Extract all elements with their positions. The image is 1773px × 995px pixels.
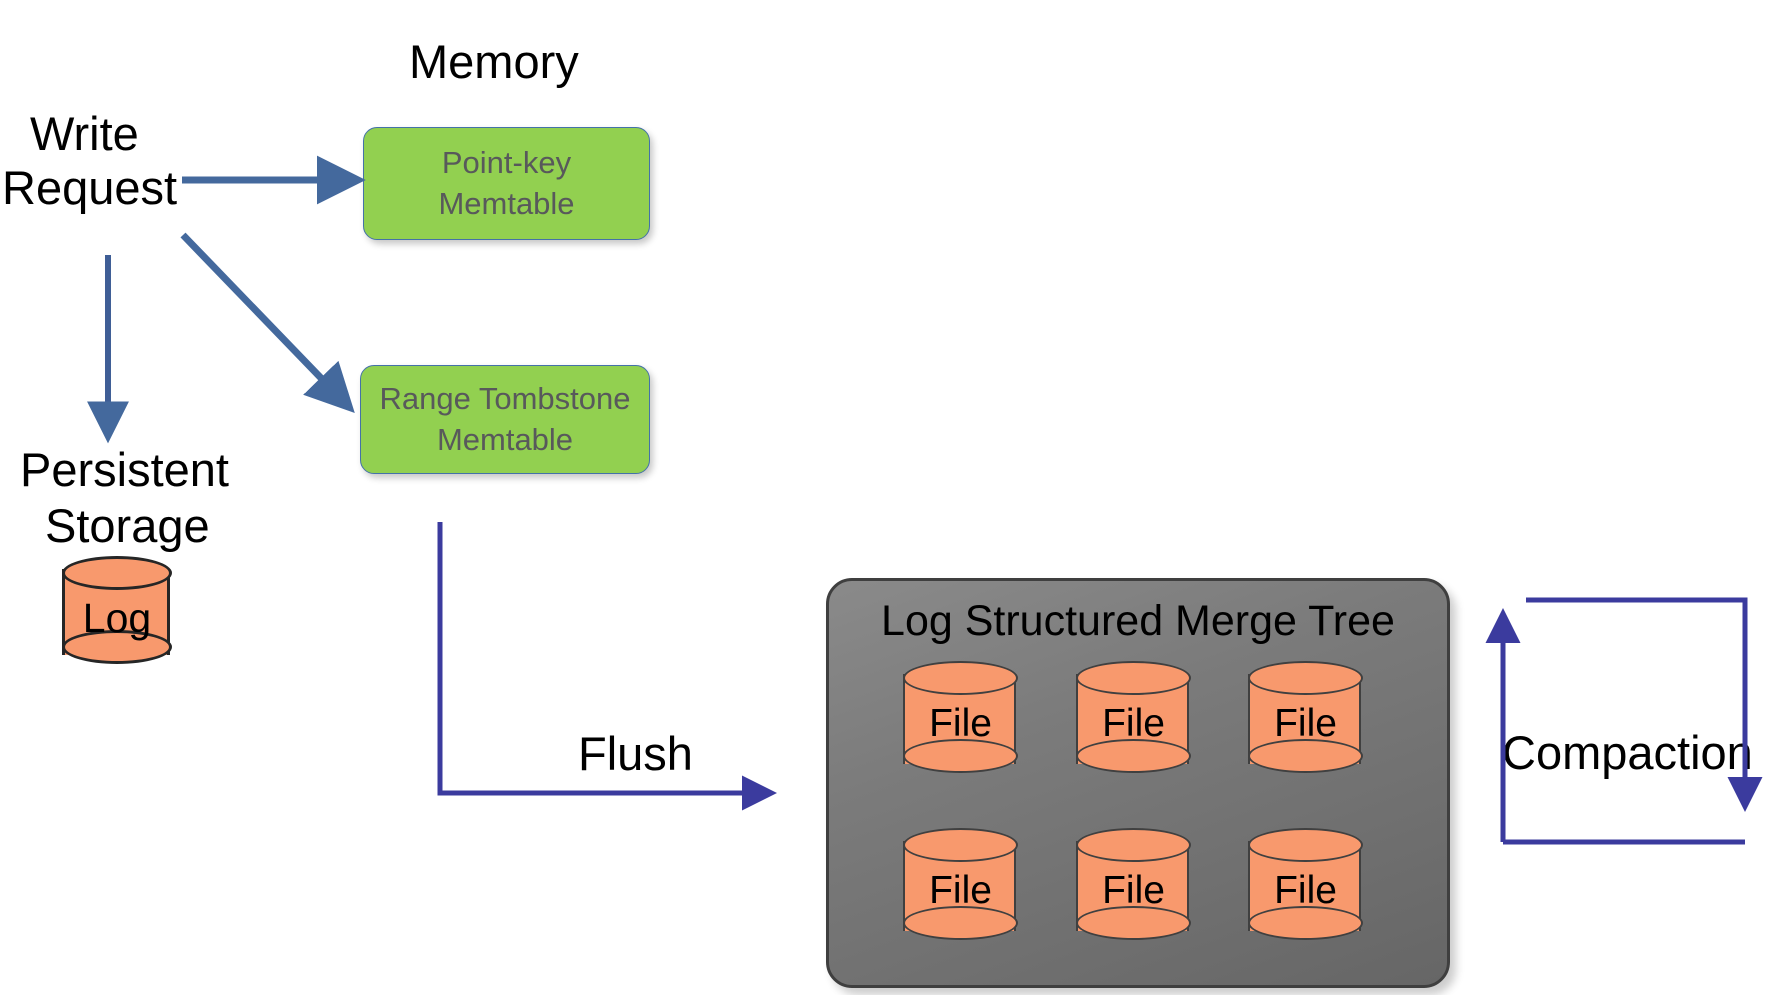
file-cylinder-top-ellipse	[1248, 828, 1363, 862]
file-cylinder-label: File	[1102, 869, 1165, 912]
arrow-write-to-range-tombstone-memtable	[180, 232, 355, 414]
file-cylinder-bottom-ellipse	[903, 906, 1018, 940]
lsm-file-cylinder[interactable]: File	[1248, 661, 1363, 777]
write-request-label-line1: Write	[30, 107, 139, 160]
file-cylinder-bottom-ellipse	[1076, 739, 1191, 773]
persistent-storage-label-line1: Persistent	[20, 443, 229, 496]
file-cylinder-top-ellipse	[903, 828, 1018, 862]
log-cylinder[interactable]: Log	[62, 556, 172, 668]
point-key-memtable-line2: Memtable	[438, 185, 575, 221]
file-cylinder-top-ellipse	[1248, 661, 1363, 695]
file-cylinder-bottom-ellipse	[903, 739, 1018, 773]
lsm-file-cylinder[interactable]: File	[903, 828, 1018, 944]
flush-arrow-label: Flush	[578, 727, 693, 780]
file-cylinder-top-ellipse	[1076, 828, 1191, 862]
range-tombstone-memtable-box[interactable]: Range Tombstone Memtable	[360, 365, 650, 474]
file-cylinder-bottom-ellipse	[1076, 906, 1191, 940]
file-cylinder-bottom-ellipse	[1248, 739, 1363, 773]
persistent-storage-label-line2: Storage	[45, 499, 210, 552]
point-key-memtable-line1: Point-key	[441, 144, 572, 180]
lsm-tree-title: Log Structured Merge Tree	[881, 597, 1395, 645]
log-cylinder-top-ellipse	[62, 556, 172, 590]
range-tombstone-memtable-line1: Range Tombstone	[379, 380, 631, 416]
point-key-memtable-text: Point-key Memtable	[438, 143, 574, 225]
write-request-label-line2: Request	[2, 161, 178, 214]
file-cylinder-label: File	[929, 869, 992, 912]
memory-section-label: Memory	[409, 35, 579, 88]
log-structured-merge-tree-container[interactable]: Log Structured Merge Tree File File File	[826, 578, 1450, 988]
compaction-arrow-label: Compaction	[1502, 726, 1753, 779]
file-cylinder-bottom-ellipse	[1248, 906, 1363, 940]
log-cylinder-bottom-ellipse	[62, 630, 172, 664]
point-key-memtable-box[interactable]: Point-key Memtable	[363, 127, 650, 240]
file-cylinder-top-ellipse	[1076, 661, 1191, 695]
file-cylinder-label: File	[1102, 702, 1165, 745]
range-tombstone-memtable-line2: Memtable	[436, 421, 574, 457]
lsm-file-cylinder[interactable]: File	[1076, 828, 1191, 944]
range-tombstone-memtable-text: Range Tombstone Memtable	[379, 379, 630, 461]
lsm-file-cylinder[interactable]: File	[903, 661, 1018, 777]
file-cylinder-label: File	[929, 702, 992, 745]
lsm-file-cylinder[interactable]: File	[1076, 661, 1191, 777]
file-cylinder-top-ellipse	[903, 661, 1018, 695]
lsm-file-grid: File File File File	[875, 661, 1401, 961]
file-cylinder-label: File	[1274, 869, 1337, 912]
log-cylinder-label: Log	[82, 594, 152, 641]
file-cylinder-label: File	[1274, 702, 1337, 745]
lsm-file-cylinder[interactable]: File	[1248, 828, 1363, 944]
